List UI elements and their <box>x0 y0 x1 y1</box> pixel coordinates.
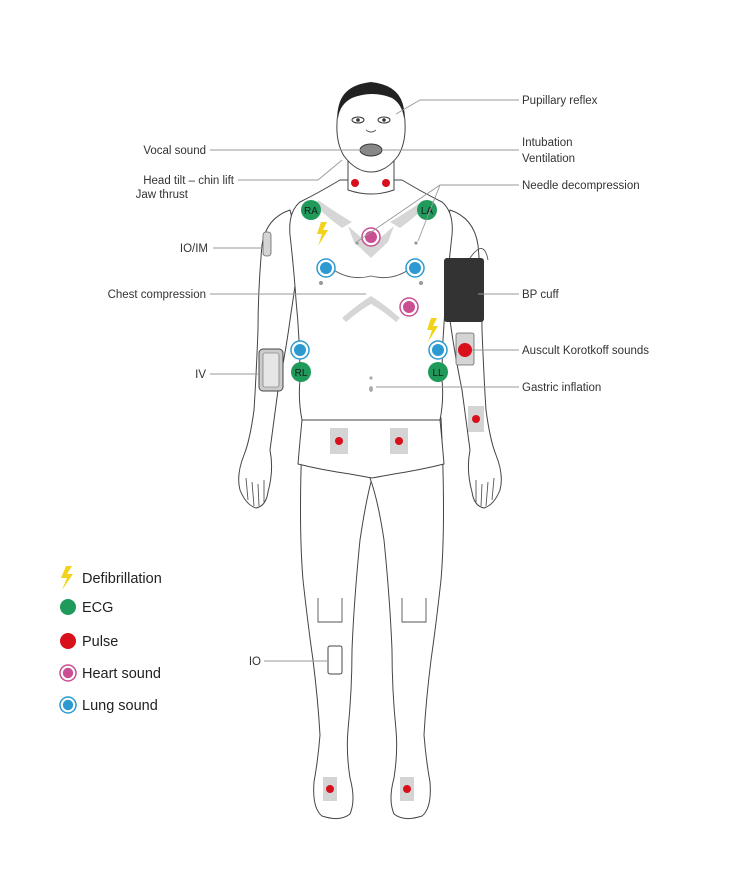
ecg-marker-rl: RL <box>291 362 311 382</box>
label-io-im: IO/IM <box>180 243 208 255</box>
legend-label-heart-sound: Heart sound <box>82 666 161 682</box>
pulse-marker-thigh-left <box>395 437 403 445</box>
pulse-marker-thigh-right <box>335 437 343 445</box>
label-ventilation: Ventilation <box>522 153 575 165</box>
shorts <box>297 419 445 479</box>
lung-sound-marker-upper-left <box>405 258 425 278</box>
legend-item-pulse: Pulse <box>60 633 118 650</box>
legend-item-lung-sound: Lung sound <box>59 696 158 714</box>
bp-cuff <box>444 258 484 322</box>
lung-sound-marker-upper-right <box>316 258 336 278</box>
annotation-labels: Pupillary reflex Vocal sound Intubation … <box>108 95 650 668</box>
legend-label-ecg: ECG <box>82 600 113 616</box>
pulse-filled-circle-icon <box>60 633 76 649</box>
mouth <box>359 143 383 157</box>
legend-item-heart-sound: Heart sound <box>59 664 161 682</box>
markers: RA LA RL LL <box>290 179 480 793</box>
label-needle-decompression: Needle decompression <box>522 180 640 192</box>
lung-sound-marker-lower-right <box>290 340 310 360</box>
pulse-marker-neck-right <box>351 179 359 187</box>
defibrillation-marker-lower <box>427 318 438 342</box>
label-vocal-sound: Vocal sound <box>143 145 206 157</box>
ecg-lead-ra: RA <box>304 206 318 217</box>
ecg-marker-ll: LL <box>428 362 448 382</box>
label-intubation: Intubation <box>522 137 573 149</box>
lung-sound-marker-lower-left <box>428 340 448 360</box>
legend-item-defibrillation: Defibrillation <box>61 566 162 590</box>
pulse-marker-arm-left <box>458 343 472 357</box>
pulse-marker-foot-left <box>403 785 411 793</box>
label-head-tilt: Head tilt – chin lift <box>143 175 235 187</box>
legend-item-ecg: ECG <box>60 599 113 616</box>
defibrillation-marker-upper <box>317 222 328 246</box>
label-jaw-thrust: Jaw thrust <box>136 189 189 201</box>
ecg-lead-ll: LL <box>432 368 444 379</box>
right-leg <box>300 417 373 820</box>
label-chest-compression: Chest compression <box>108 289 206 301</box>
ecg-filled-circle-icon <box>60 599 76 615</box>
ecg-lead-la: LA <box>421 206 434 217</box>
legend-label-pulse: Pulse <box>82 634 118 650</box>
hair <box>337 82 405 118</box>
io-pad <box>327 645 343 675</box>
legend-label-lung-sound: Lung sound <box>82 698 158 714</box>
legend-label-defibrillation: Defibrillation <box>82 571 162 587</box>
label-io: IO <box>249 656 261 668</box>
leader-lines <box>210 99 519 662</box>
pulse-marker-forearm-left <box>472 415 480 423</box>
lightning-bolt-icon <box>61 566 73 590</box>
ecg-lead-rl: RL <box>295 368 308 379</box>
heart-sound-marker-lower <box>399 297 419 317</box>
manikin-body <box>238 82 502 820</box>
label-bp-cuff: BP cuff <box>522 289 559 301</box>
left-leg <box>369 417 444 820</box>
label-iv: IV <box>195 369 206 381</box>
ecg-marker-ra: RA <box>301 200 321 220</box>
pulse-marker-foot-right <box>326 785 334 793</box>
legend: Defibrillation ECG Pulse Heart sound Lun… <box>59 566 162 714</box>
label-pupillary-reflex: Pupillary reflex <box>522 95 598 107</box>
label-auscult-korotkoff: Auscult Korotkoff sounds <box>522 345 649 357</box>
pulse-marker-neck-left <box>382 179 390 187</box>
label-gastric-inflation: Gastric inflation <box>522 382 601 394</box>
heart-sound-marker-upper <box>361 227 381 247</box>
